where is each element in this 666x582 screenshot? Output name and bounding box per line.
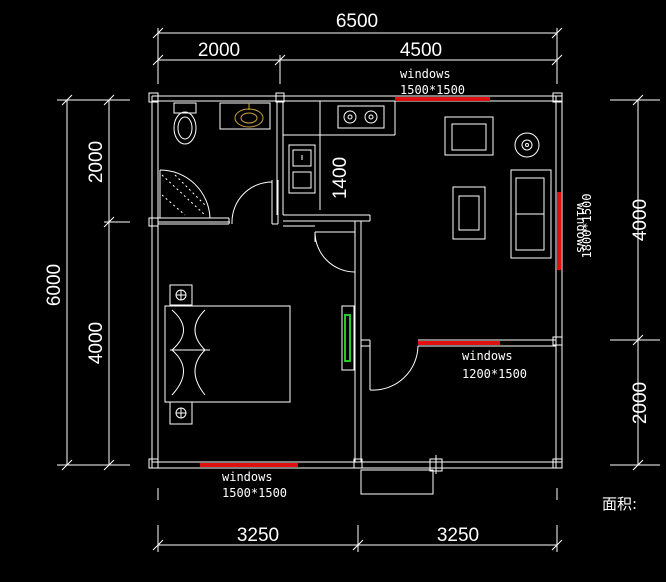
doors [159, 169, 419, 391]
nightstand-top-icon [169, 284, 193, 306]
lamp-icon [514, 132, 540, 158]
dim-left-top: 2000 [86, 141, 107, 183]
bedroom-furniture [164, 284, 355, 425]
dim-top-total: 6500 [336, 11, 378, 32]
kitchen-sink-icon [288, 144, 316, 194]
nightstand-bottom-icon [169, 401, 193, 425]
dim-right-bottom: 2000 [630, 382, 651, 424]
coffee-table-icon [452, 186, 486, 240]
window-right-label: windows [574, 203, 588, 254]
sofa-icon [510, 169, 552, 259]
window-middle-label: windows [462, 349, 513, 363]
dimension-lines [57, 27, 660, 552]
dim-top-right: 4500 [400, 40, 442, 61]
armchair-icon [444, 116, 494, 156]
dim-top-left: 2000 [198, 40, 240, 61]
outer-walls [148, 92, 563, 474]
stove-icon [337, 105, 385, 129]
mirror-icon [341, 305, 355, 371]
dim-bottom-left: 3250 [237, 525, 279, 546]
bed-icon [164, 305, 291, 403]
bathroom-fixtures [161, 102, 271, 216]
toilet-icon [173, 102, 197, 145]
window-bottom-label: windows [222, 470, 273, 484]
dim-right-top: 4000 [630, 199, 651, 241]
sink-icon [219, 102, 271, 130]
dim-bottom-right: 3250 [437, 525, 479, 546]
window-bottom-size: 1500*1500 [222, 486, 287, 500]
window-right-size: 1800*1500 [580, 193, 594, 258]
window-middle-size: 1200*1500 [462, 367, 527, 381]
window-top-size: 1500*1500 [400, 83, 465, 97]
window-top-label: windows [400, 67, 451, 81]
area-label: 面积: [602, 495, 637, 513]
dim-kitchen-height: 1400 [330, 157, 351, 199]
kitchen-fixtures [288, 105, 385, 194]
shower-icon [161, 174, 206, 216]
windows [200, 97, 561, 467]
living-furniture [444, 116, 552, 259]
interior-walls [158, 101, 556, 495]
dim-left-bottom: 4000 [86, 322, 107, 364]
dim-left-total: 6000 [44, 264, 65, 306]
